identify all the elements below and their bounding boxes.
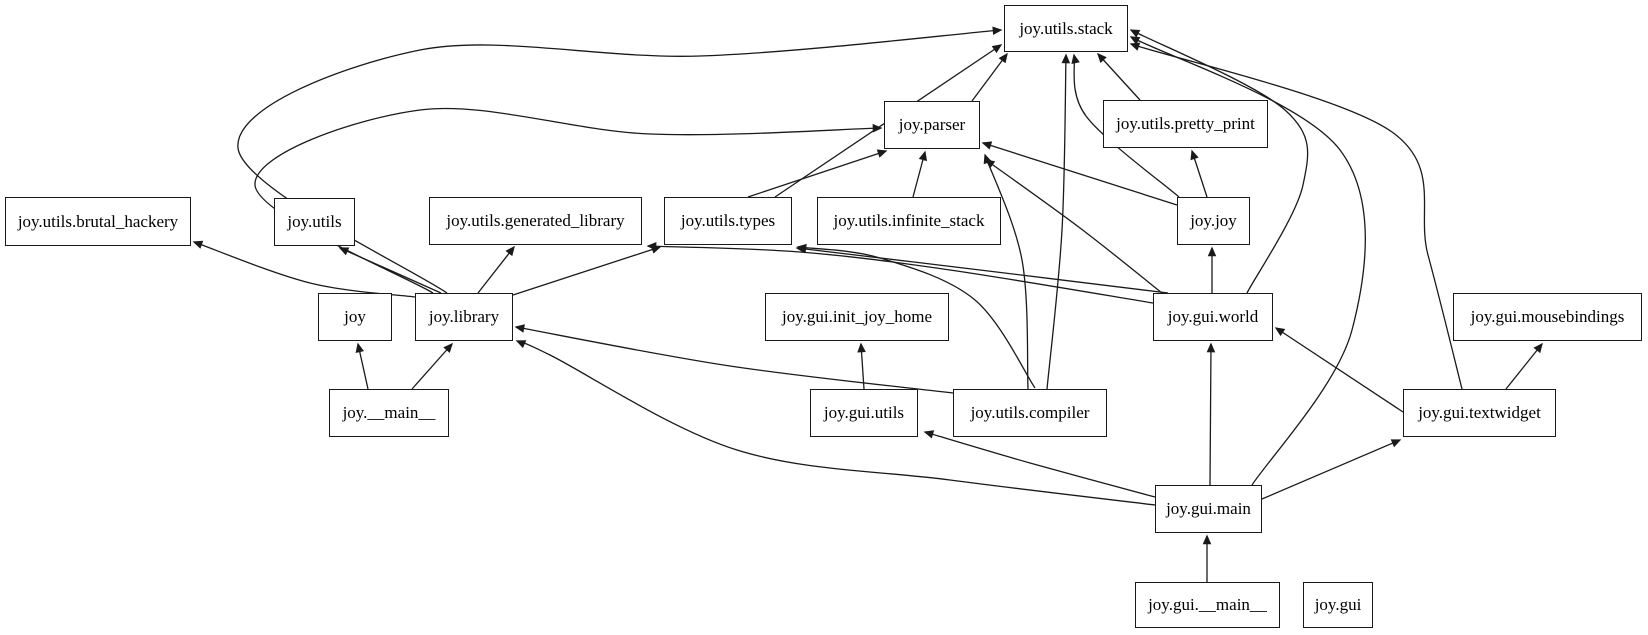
edge-joyjoy-to-pretty_print xyxy=(1190,149,1208,198)
graph-node-label: joy.gui.textwidget xyxy=(1418,403,1541,422)
graph-node-label: joy.utils.brutal_hackery xyxy=(17,211,179,231)
graph-node-label: joy.gui.mousebindings xyxy=(1470,307,1625,326)
graph-node-label: joy.joy xyxy=(1190,211,1237,230)
graph-node-compiler: joy.utils.compiler xyxy=(953,389,1107,437)
graph-node-label: joy.utils.compiler xyxy=(970,403,1090,422)
graph-node-label: joy.gui.utils xyxy=(823,403,905,422)
graph-node-gui_main_main: joy.gui.__main__ xyxy=(1135,582,1280,628)
graph-node-label: joy.library xyxy=(428,307,500,326)
graph-node-generated_library: joy.utils.generated_library xyxy=(429,197,642,245)
graph-node-label: joy.gui.main xyxy=(1166,499,1251,518)
edge-textwidget-to-mousebindings xyxy=(1505,342,1543,390)
graph-node-gui: joy.gui xyxy=(1303,582,1373,628)
graph-node-mousebindings: joy.gui.mousebindings xyxy=(1453,293,1642,341)
graph-node-label: joy.gui.world xyxy=(1167,307,1259,326)
edge-gui_main-to-library xyxy=(515,340,1156,506)
graph-node-label: joy.utils.infinite_stack xyxy=(833,211,985,230)
edge-compiler-to-types xyxy=(796,243,1036,389)
graph-node-utils: joy.utils xyxy=(274,198,355,246)
edge-gui_utils-to-init_joy_home xyxy=(857,342,866,390)
edge-textwidget-to-world xyxy=(1274,327,1404,413)
edge-gui_main-to-world xyxy=(1206,342,1216,486)
edge-joy_main-to-library xyxy=(411,342,453,390)
graph-node-joy_main: joy.__main__ xyxy=(329,389,449,437)
graph-node-label: joy.gui.init_joy_home xyxy=(781,307,932,326)
graph-node-label: joy.__main__ xyxy=(342,403,436,422)
edge-world-to-types xyxy=(795,244,1169,294)
graph-node-label: joy.utils.generated_library xyxy=(446,211,625,230)
graph-node-label: joy.utils.pretty_print xyxy=(1116,114,1255,133)
edge-compiler-to-parser xyxy=(983,153,1029,390)
graph-node-label: joy.utils xyxy=(287,212,342,231)
graph-node-init_joy_home: joy.gui.init_joy_home xyxy=(765,293,949,341)
graph-node-joyjoy: joy.joy xyxy=(1177,197,1250,245)
edge-parser-to-stack xyxy=(971,52,1008,102)
graph-node-joy: joy xyxy=(318,293,392,341)
graph-node-stack: joy.utils.stack xyxy=(1004,5,1128,52)
edge-library-to-generated_library xyxy=(477,245,515,294)
graph-node-label: joy.parser xyxy=(898,115,966,134)
graph-node-label: joy.gui.__main__ xyxy=(1148,595,1267,614)
graph-node-textwidget: joy.gui.textwidget xyxy=(1403,389,1556,437)
graph-node-pretty_print: joy.utils.pretty_print xyxy=(1103,100,1268,148)
edge-gui_main-to-textwidget xyxy=(1261,439,1402,500)
graph-node-types: joy.utils.types xyxy=(664,197,792,245)
edge-world-to-generated_library xyxy=(646,242,1154,304)
graph-node-label: joy.utils.types xyxy=(680,211,776,230)
edge-gui_main-to-gui_utils xyxy=(923,430,1156,498)
edge-joyjoy-to-parser xyxy=(981,141,1178,206)
edge-compiler-to-stack xyxy=(1046,53,1071,390)
graph-node-brutal_hackery: joy.utils.brutal_hackery xyxy=(5,197,191,246)
edge-joyjoy-to-stack xyxy=(1071,53,1180,198)
graph-node-world: joy.gui.world xyxy=(1153,293,1273,341)
graph-node-label: joy xyxy=(344,307,366,326)
edge-pretty_print-to-stack xyxy=(1097,52,1141,101)
graph-node-library: joy.library xyxy=(415,293,513,341)
graph-node-parser: joy.parser xyxy=(884,101,980,149)
edge-infinite_stack-to-parser xyxy=(912,150,928,198)
graph-node-infinite_stack: joy.utils.infinite_stack xyxy=(817,197,1001,245)
graph-node-gui_main: joy.gui.main xyxy=(1155,485,1262,533)
edge-gui_main-to-stack xyxy=(1129,36,1366,486)
edge-world-to-stack xyxy=(1129,29,1309,294)
edge-compiler-to-library xyxy=(514,324,954,394)
edge-library-to-stack xyxy=(237,26,1003,294)
edge-world-to-parser xyxy=(984,159,1163,294)
edge-types-to-parser xyxy=(747,149,888,198)
edge-textwidget-to-stack xyxy=(1129,42,1463,390)
graph-node-label: joy.utils.stack xyxy=(1019,18,1113,38)
edge-library-to-types xyxy=(512,245,662,296)
edge-joy_main-to-joy xyxy=(355,342,369,390)
graph-node-gui_utils: joy.gui.utils xyxy=(810,389,918,437)
graph-node-label: joy.gui xyxy=(1314,595,1362,614)
